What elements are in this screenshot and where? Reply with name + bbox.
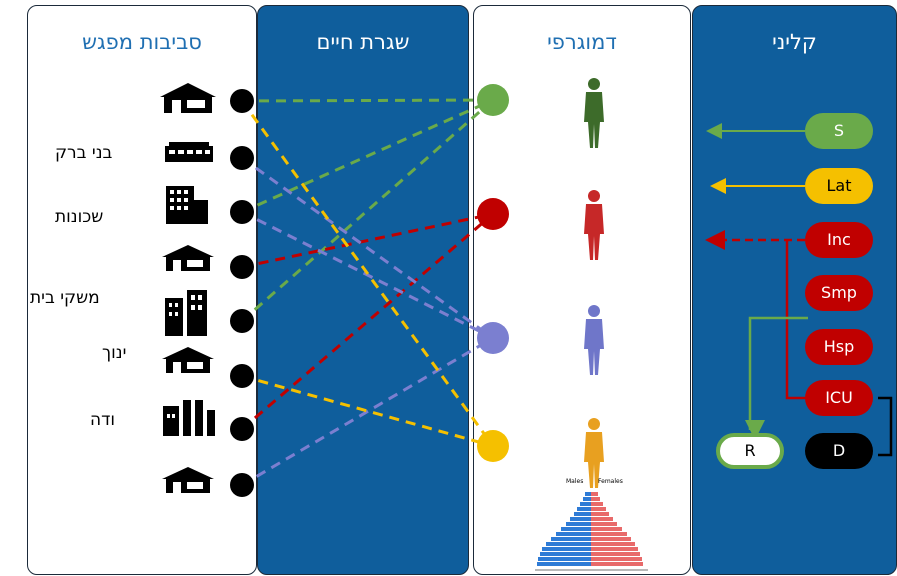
env-label-households: משקי בית (30, 288, 100, 308)
env-label-education: ינוך (102, 343, 127, 363)
state-hsp: Hsp (805, 329, 873, 365)
state-s: S (805, 113, 873, 149)
env-label-neighborhoods: שכונות (55, 207, 104, 227)
state-lat: Lat (805, 168, 873, 204)
person-icon (584, 418, 604, 488)
bubble-purple (477, 322, 509, 354)
person-icon (584, 190, 604, 260)
population-pyramid (535, 492, 648, 571)
environment-nodes (230, 89, 254, 497)
demographic-title: דמוגרפי (547, 30, 617, 54)
person-icon (584, 305, 604, 375)
factory-icon (163, 400, 215, 436)
house-icon (162, 245, 214, 271)
office-icon (165, 142, 213, 162)
bubble-red (477, 198, 509, 230)
environments-title: סביבות מפגש (82, 30, 202, 54)
life-routine-title: שגרת חיים (316, 30, 410, 54)
bubble-green (477, 84, 509, 116)
state-inc: Inc (805, 222, 873, 258)
pyramid-label-male: Males (566, 478, 584, 485)
house-icon (162, 467, 214, 493)
env-label-work: ודה (90, 410, 116, 430)
pyramid-label-female: Females (598, 478, 623, 485)
clinical-title: קליני (772, 30, 817, 54)
state-d: D (805, 433, 873, 469)
state-smp: Smp (805, 275, 873, 311)
env-label-bnei-brak: בני ברק (55, 143, 113, 163)
buildings-icon (165, 290, 207, 336)
bubble-yellow (477, 430, 509, 462)
house-icon (162, 347, 214, 373)
environments-panel (27, 5, 257, 575)
tower-icon (166, 186, 208, 224)
state-icu: ICU (805, 380, 873, 416)
person-icon (584, 78, 604, 148)
state-r: R (716, 433, 784, 469)
demographic-panel (473, 5, 691, 575)
house-icon (160, 83, 216, 113)
